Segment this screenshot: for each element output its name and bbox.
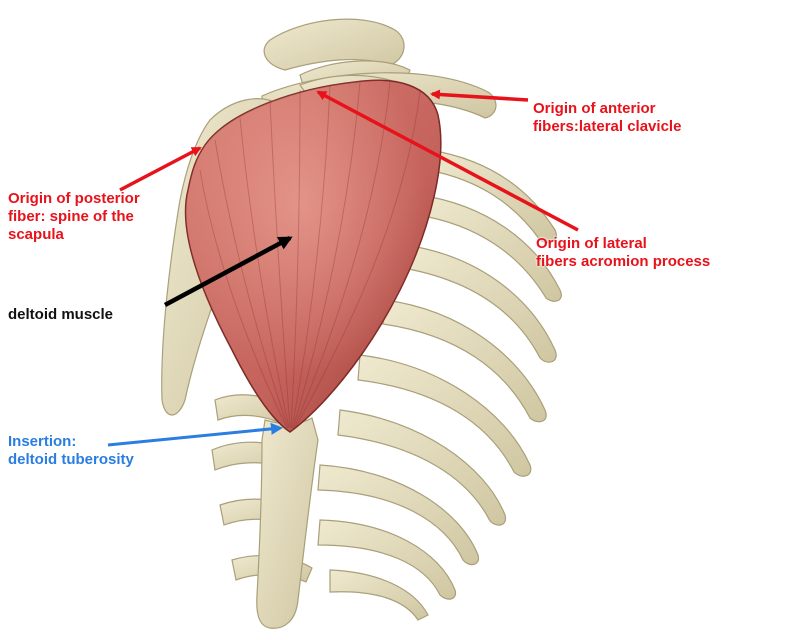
anterior-origin-label: Origin of anterior fibers:lateral clavic…: [533, 100, 682, 135]
arrow-icon: [430, 89, 529, 102]
deltoid-muscle-label: deltoid muscle: [8, 306, 114, 323]
arrow-icon: [107, 422, 283, 447]
insertion-label: Insertion: deltoid tuberosity: [8, 433, 134, 468]
posterior-origin-label: Origin of posterior fiber: spine of the …: [8, 190, 140, 243]
arrow-icon: [163, 236, 293, 307]
arrow-icon: [316, 90, 579, 232]
deltoid-muscle-shape: [184, 79, 442, 433]
arrows: [107, 89, 579, 447]
arrow-icon: [119, 146, 202, 192]
lateral-origin-label: Origin of lateral fibers acromion proces…: [536, 235, 711, 270]
